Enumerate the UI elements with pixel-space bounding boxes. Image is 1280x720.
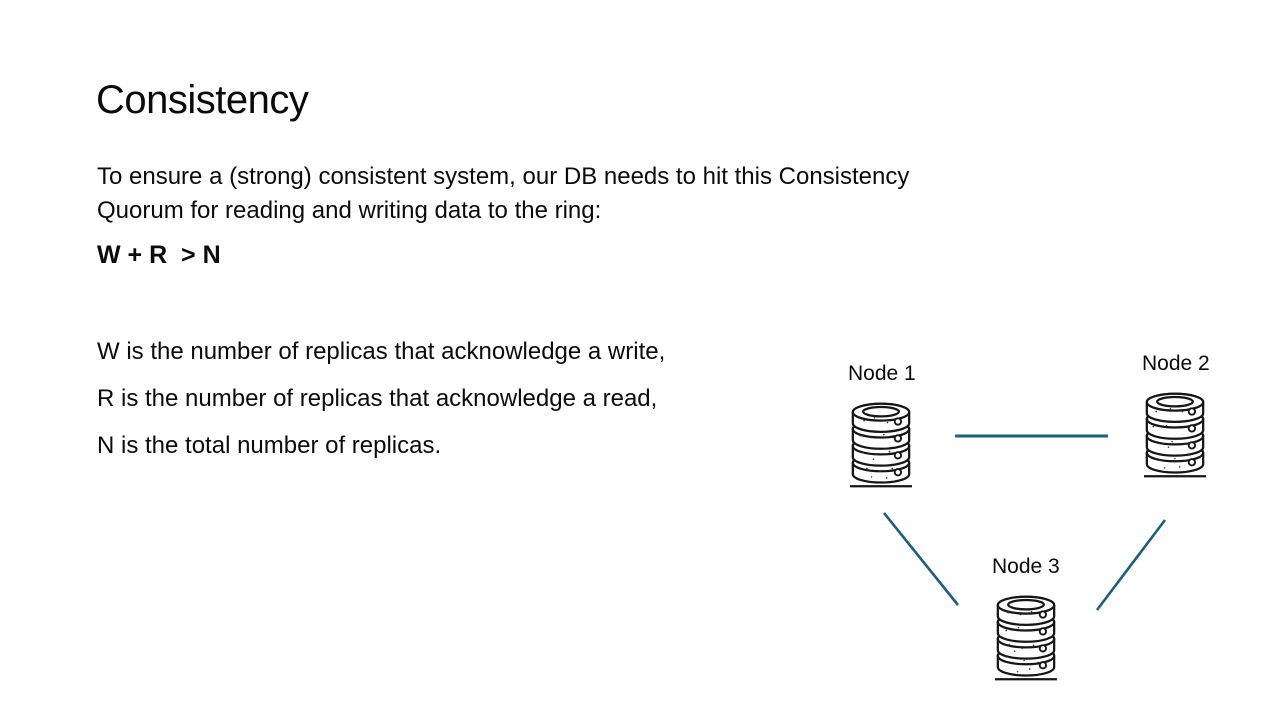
node-2-label: Node 2 [1142,352,1210,375]
definition-w: W is the number of replicas that acknowl… [97,338,666,365]
definition-n: N is the total number of replicas. [97,432,442,459]
intro-text: To ensure a (strong) consistent system, … [97,163,910,224]
node-1: Node 1 [845,362,955,491]
quorum-formula: W + R > N [97,241,221,269]
speckle-texture [1152,407,1187,469]
node-1-label: Node 1 [848,362,916,385]
database-icon [850,402,912,488]
speckle-texture [859,417,894,479]
speckle-texture [1005,610,1040,673]
definition-r: R is the number of replicas that acknowl… [97,385,658,412]
database-icon [995,595,1057,681]
page-title: Consistency [96,78,309,122]
node-ring-diagram: Node 1 [820,340,1280,710]
connector-lines [882,434,1167,611]
connector-node1-node3 [882,512,960,606]
connector-node2-node3 [1095,519,1167,611]
node-3-label: Node 3 [992,555,1060,578]
database-icon [1144,392,1206,478]
node-2: Node 2 [1139,352,1249,481]
node-3: Node 3 [990,555,1100,684]
